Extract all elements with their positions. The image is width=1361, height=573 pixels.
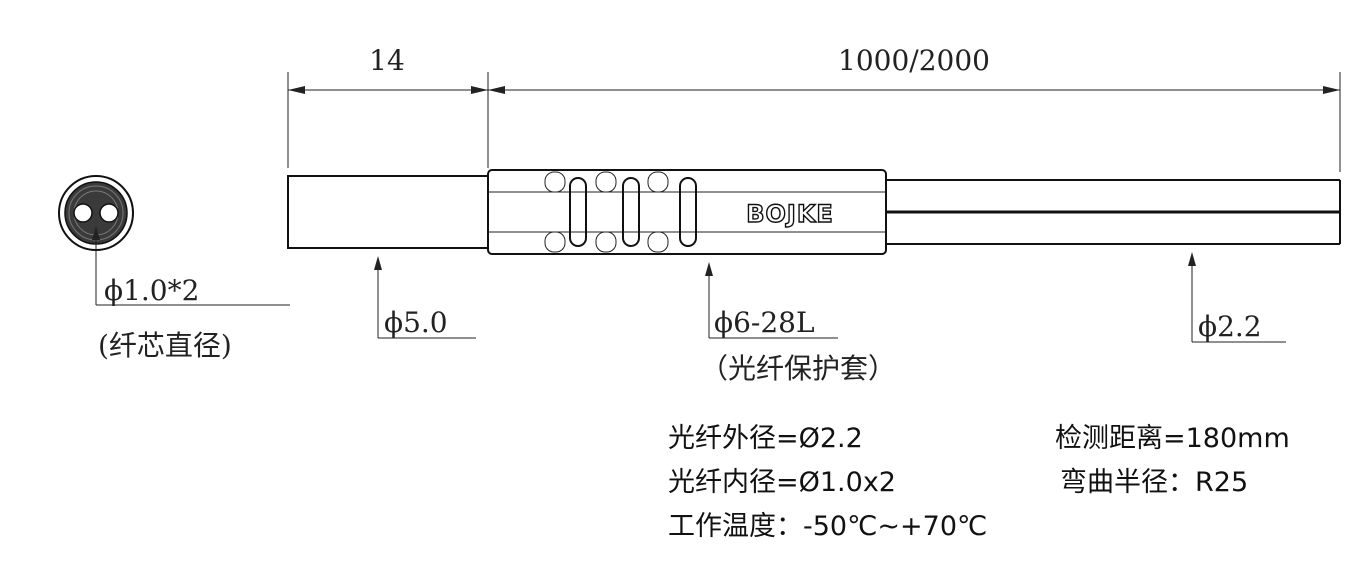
spec-detect-distance: 检测距离=180mm <box>1055 423 1290 454</box>
ferrule-length-dimension: 14 <box>369 44 405 77</box>
leader-lines <box>92 226 1286 343</box>
cable-diameter-label: ϕ2.2 <box>1198 310 1262 343</box>
brand-logo: BOJKE <box>746 200 834 228</box>
protective-sleeve <box>487 169 887 255</box>
spec-bend-radius: 弯曲半径：R25 <box>1060 467 1248 498</box>
cable-length-dimension: 1000/2000 <box>838 44 990 77</box>
sleeve-caption: （光纤保护套） <box>700 352 896 385</box>
cross-section-icon <box>58 175 134 251</box>
ferrule-diameter-label: ϕ5.0 <box>384 306 448 339</box>
fiber-core-caption: (纤芯直径) <box>98 329 232 362</box>
spec-outer-diameter: 光纤外径=Ø2.2 <box>668 423 863 454</box>
sleeve-label: ϕ6-28L <box>714 306 815 339</box>
fiber-core-diameter-label: ϕ1.0*2 <box>104 274 199 307</box>
ferrule-body <box>287 175 489 249</box>
fiber-cable <box>886 179 1341 245</box>
dimension-lines <box>287 72 1341 172</box>
spec-operating-temp: 工作温度：-50℃~+70℃ <box>668 511 987 542</box>
spec-inner-diameter: 光纤内径=Ø1.0x2 <box>668 467 896 498</box>
